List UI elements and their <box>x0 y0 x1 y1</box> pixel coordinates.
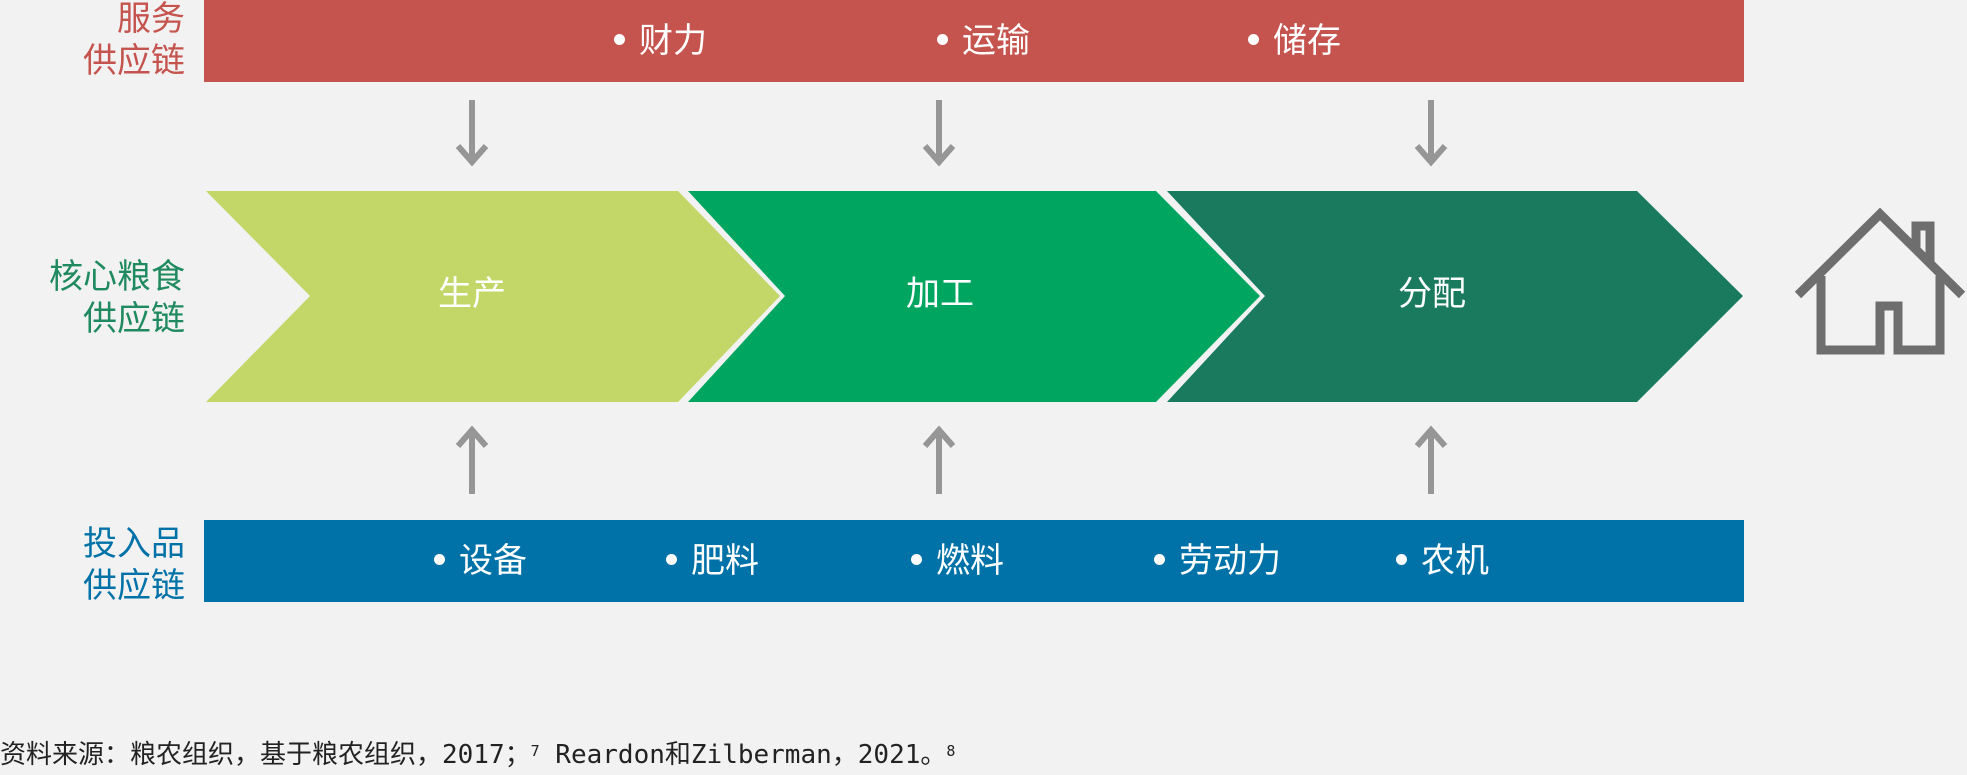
input-item: 农机 <box>1396 520 1489 602</box>
input-item-label: 农机 <box>1421 541 1489 581</box>
service-item-label: 储存 <box>1273 21 1341 61</box>
input-item-label: 肥料 <box>691 541 759 581</box>
bullet-dot <box>1248 34 1259 45</box>
core-chain-label-line-2: 供应链 <box>83 299 185 339</box>
input-item-label: 设备 <box>459 541 527 581</box>
input-item: 肥料 <box>666 520 759 602</box>
bullet-dot <box>666 554 677 565</box>
up-arrow-icon <box>1414 425 1448 494</box>
input-item: 燃料 <box>911 520 1004 602</box>
bullet-dot <box>937 34 948 45</box>
up-arrow-icon <box>455 425 489 494</box>
service-chain-label-line-1: 服务 <box>117 0 185 39</box>
bullet-dot <box>1154 554 1165 565</box>
stage-chevron-processing <box>688 191 1260 402</box>
service-item: 储存 <box>1248 0 1341 82</box>
stage-label-production: 生产 <box>438 274 506 314</box>
service-chain-band: 财力 运输 储存 <box>204 0 1744 82</box>
down-arrow-icon <box>922 100 956 167</box>
source-note: 资料来源：粮农组织，基于粮农组织，2017；7 Reardon和Zilberma… <box>0 740 955 770</box>
down-arrow-icon <box>1414 100 1448 167</box>
stage-label-distribution: 分配 <box>1398 274 1466 314</box>
bullet-dot <box>434 554 445 565</box>
input-item: 劳动力 <box>1154 520 1281 602</box>
source-ref-a: 7 <box>530 742 540 760</box>
bullet-dot <box>911 554 922 565</box>
service-item-label: 运输 <box>962 21 1030 61</box>
bullet-dot <box>1396 554 1407 565</box>
input-item: 设备 <box>434 520 527 602</box>
stage-label-processing: 加工 <box>906 274 974 314</box>
house-icon <box>1794 207 1966 355</box>
service-chain-label: 服务 供应链 <box>83 0 185 82</box>
service-item: 运输 <box>937 0 1030 82</box>
stage-chevron-distribution <box>1167 191 1743 402</box>
down-arrow-icon <box>455 100 489 167</box>
core-chain-label-line-1: 核心粮食 <box>49 257 185 297</box>
up-arrow-icon <box>922 425 956 494</box>
source-ref-b: 8 <box>946 742 956 760</box>
input-chain-label-line-1: 投入品 <box>83 524 185 564</box>
core-chain-label: 核心粮食 供应链 <box>49 256 185 340</box>
stage-chevron-production <box>206 191 780 402</box>
bullet-dot <box>614 34 625 45</box>
input-item-label: 劳动力 <box>1179 541 1281 581</box>
service-item-label: 财力 <box>639 21 707 61</box>
source-text-b: Reardon和Zilberman，2021。 <box>539 740 947 770</box>
input-chain-band: 设备 肥料 燃料 劳动力 农机 <box>204 520 1744 602</box>
service-item: 财力 <box>614 0 707 82</box>
input-chain-label-line-2: 供应链 <box>83 566 185 606</box>
source-text-a: 资料来源：粮农组织，基于粮农组织，2017； <box>0 740 531 770</box>
input-item-label: 燃料 <box>936 541 1004 581</box>
service-chain-label-line-2: 供应链 <box>83 41 185 81</box>
input-chain-label: 投入品 供应链 <box>83 523 185 607</box>
